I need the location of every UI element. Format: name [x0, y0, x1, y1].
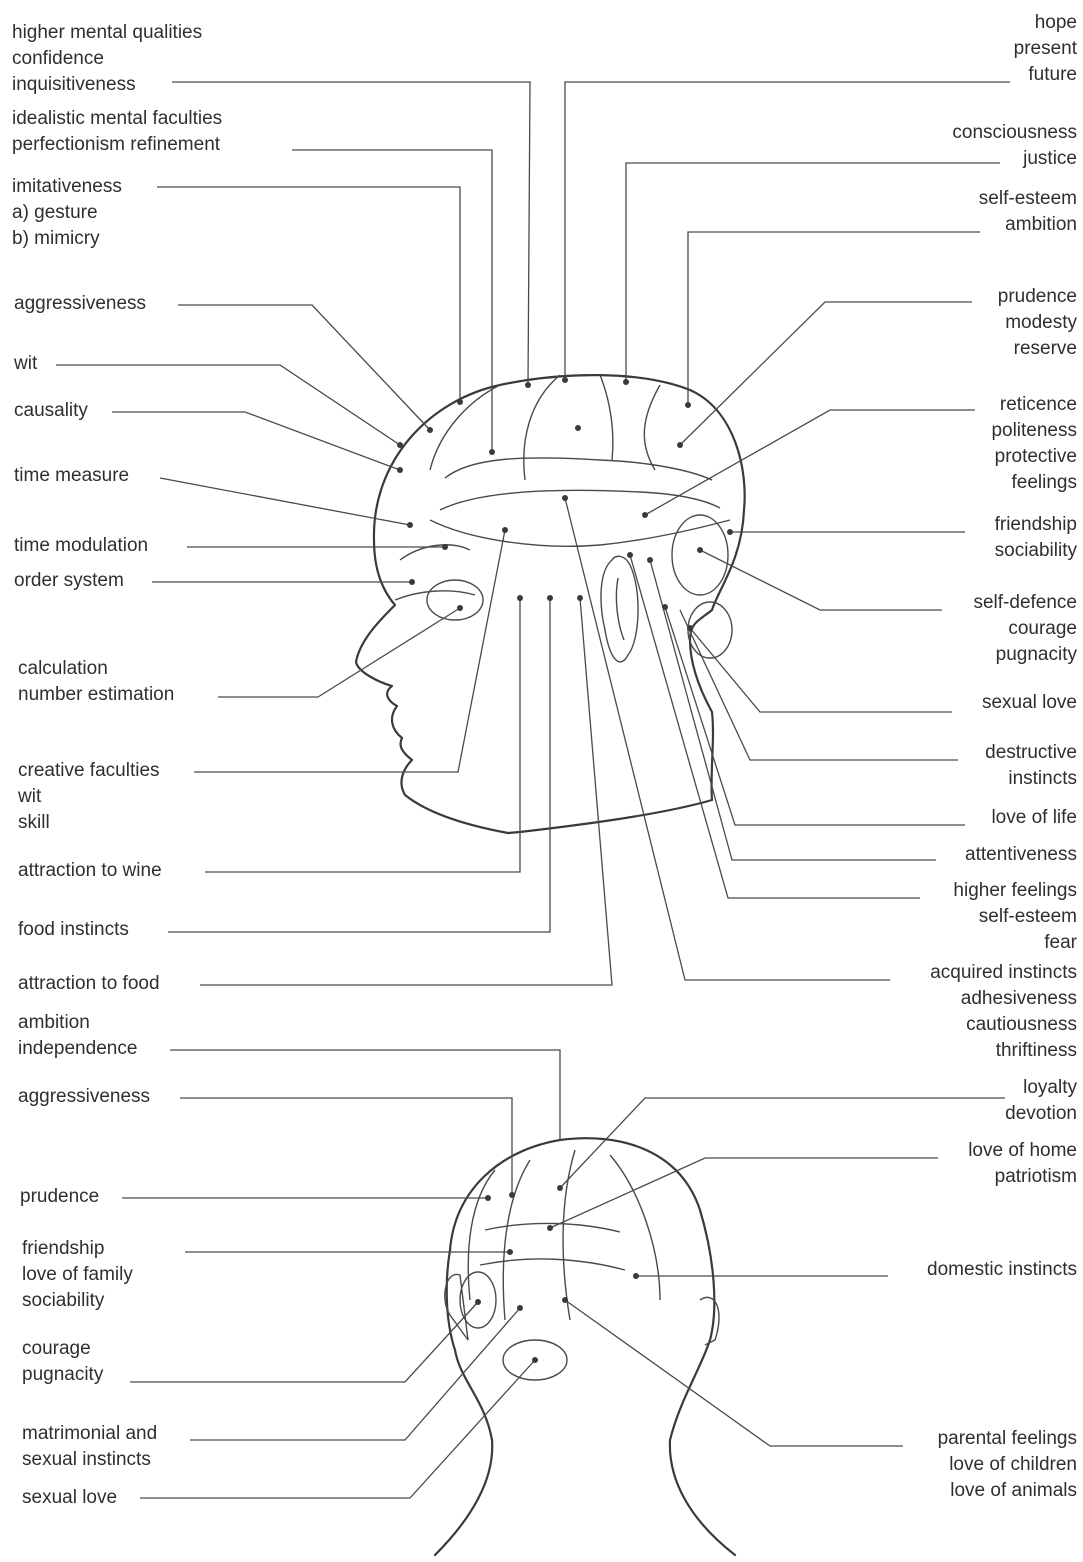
label-time-measure: time measure: [14, 463, 129, 489]
label-attraction-to-wine: attraction to wine: [18, 858, 162, 884]
label-sexual-love: sexual love: [982, 690, 1077, 716]
label-aggressiveness-back: aggressiveness: [18, 1084, 150, 1110]
label-attraction-to-food: attraction to food: [18, 971, 160, 997]
label-food-instincts: food instincts: [18, 917, 129, 943]
back-head: [435, 1138, 735, 1555]
label-domestic-instincts: domestic instincts: [927, 1257, 1077, 1283]
ear: [601, 556, 638, 662]
label-sexual-love-back: sexual love: [22, 1485, 117, 1511]
back-head-outline: [435, 1138, 735, 1555]
region-dots: [397, 377, 733, 1363]
label-love-of-life: love of life: [991, 805, 1077, 831]
label-prudence-back: prudence: [20, 1184, 99, 1210]
label-time-modulation: time modulation: [14, 533, 148, 559]
label-wit: wit: [14, 351, 37, 377]
label-aggressiveness: aggressiveness: [14, 291, 146, 317]
leader-lines: [56, 82, 1010, 1498]
label-attentiveness: attentiveness: [965, 842, 1077, 868]
label-causality: causality: [14, 398, 88, 424]
label-order-system: order system: [14, 568, 124, 594]
